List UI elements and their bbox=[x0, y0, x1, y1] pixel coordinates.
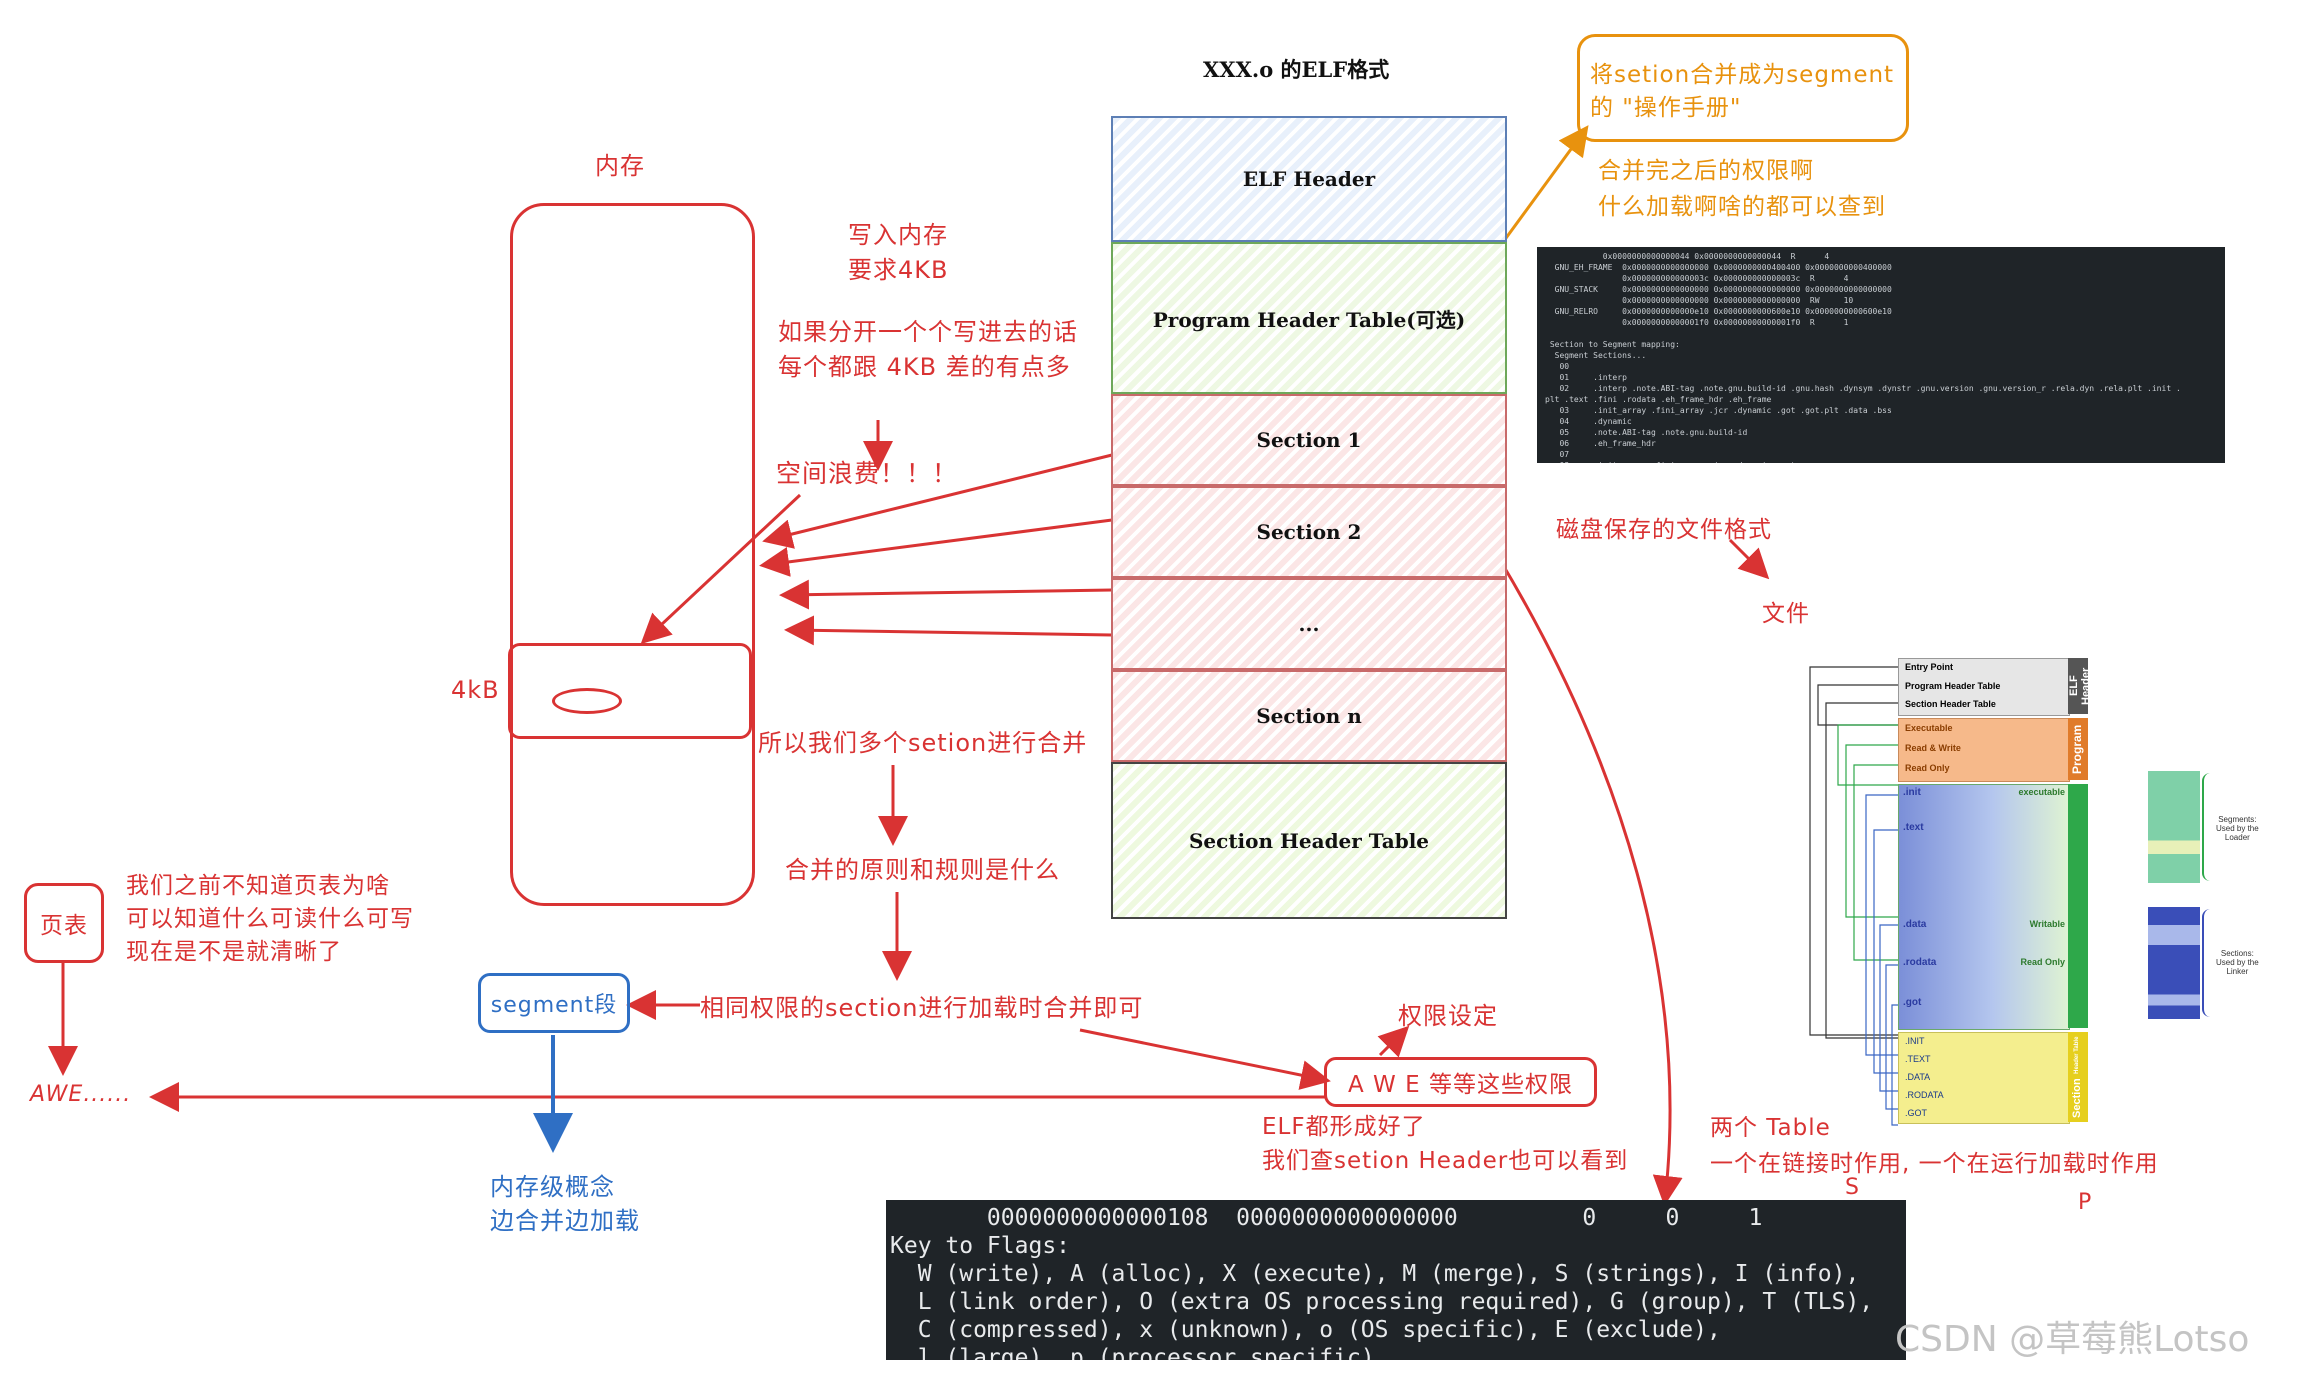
section-header-table-label: Section Header Table bbox=[1188, 828, 1430, 853]
segment-box: segment段 bbox=[478, 973, 630, 1033]
note-separate-write: 如果分开一个个写进去的话 每个都跟 4KB 差的有点多 bbox=[778, 318, 1078, 381]
diagram-section-header-table: Section Header Table bbox=[1905, 699, 1996, 709]
awe-permissions-label: A W E 等等这些权限 bbox=[1348, 1072, 1573, 1098]
diagram-flag-executable: executable bbox=[2018, 787, 2065, 797]
memory-page-box bbox=[508, 643, 752, 739]
section-2-label: Section 2 bbox=[1256, 520, 1362, 544]
diagram-read-write: Read & Write bbox=[1905, 743, 1961, 753]
note-page-table: 我们之前不知道页表为啥 可以知道什么可读什么可写 现在是不是就清晰了 bbox=[126, 873, 414, 965]
elf-header-block: ELF Header bbox=[1111, 116, 1507, 242]
section-ellipsis-block: ... bbox=[1111, 578, 1507, 670]
csdn-watermark: CSDN @草莓熊Lotso bbox=[1895, 1319, 2250, 1360]
diagram-sec-data: .data bbox=[1903, 919, 1927, 930]
note-file: 文件 bbox=[1762, 601, 1810, 627]
diagram-sec-got: .got bbox=[1903, 997, 1922, 1008]
diagram-read-only: Read Only bbox=[1905, 763, 1950, 773]
note-awe-left: AWE...... bbox=[30, 1082, 132, 1107]
diagram-flag-writable: Writable bbox=[2029, 919, 2065, 929]
diagram-segments-bar bbox=[2148, 771, 2200, 883]
segment-manual-label: 将setion合并成为segment 的 "操作手册" bbox=[1590, 62, 1895, 121]
section-1-block: Section 1 bbox=[1111, 394, 1507, 486]
section-1-label: Section 1 bbox=[1256, 428, 1362, 452]
diagram-segments-label: Segments: Used by the Loader bbox=[2216, 815, 2259, 842]
diagram-entry-point: Entry Point bbox=[1905, 662, 1954, 672]
program-header-table-label: Program Header Table(可选) bbox=[1152, 307, 1466, 332]
diagram-flag-read-only: Read Only bbox=[2020, 957, 2065, 967]
diagram-sht-got: .GOT bbox=[1905, 1108, 1927, 1118]
note-elf-formed: ELF都形成好了 我们查setion Header也可以看到 bbox=[1262, 1114, 1629, 1174]
diagram-sht-sublabel: Header Table bbox=[2074, 1036, 2080, 1074]
memory-label: 内存 bbox=[595, 152, 645, 180]
diagram-segments-note bbox=[2202, 773, 2294, 881]
note-memory-concept: 内存级概念 边合并边加载 bbox=[490, 1173, 640, 1235]
readelf-segment-mapping-terminal: 0x0000000000000044 0x0000000000000044 R … bbox=[1537, 247, 2225, 463]
diagram-sht-tab: Section Header Table bbox=[2068, 1032, 2088, 1122]
section-n-label: Section n bbox=[1256, 704, 1362, 728]
diagram-header-tab: ELF Header bbox=[2068, 658, 2092, 714]
note-space-waste: 空间浪费！！！ bbox=[776, 459, 959, 488]
note-write-memory: 写入内存 要求4KB bbox=[848, 221, 949, 284]
note-two-tables: 两个 Table 一个在链接时作用, 一个在运行加载时作用 bbox=[1710, 1115, 2159, 1177]
diagram-sections-label: Sections: Used by the Linker bbox=[2216, 949, 2259, 976]
diagram-connectors bbox=[1809, 666, 1898, 1126]
diagram-program-label: Program bbox=[2070, 724, 2084, 774]
note-disk-format: 磁盘保存的文件格式 bbox=[1556, 517, 1772, 543]
diagram-sht-init: .INIT bbox=[1905, 1036, 1925, 1046]
page-size-label: 4kB bbox=[451, 676, 500, 704]
diagram-sht-label: Section bbox=[2071, 1077, 2083, 1118]
diagram-sht-data: .DATA bbox=[1905, 1072, 1931, 1082]
page-table-box: 页表 bbox=[24, 883, 104, 963]
diagram-sht-text: .TEXT bbox=[1905, 1054, 1931, 1064]
memory-box bbox=[510, 203, 755, 906]
section-n-block: Section n bbox=[1111, 670, 1507, 762]
section-header-table-block: Section Header Table bbox=[1111, 762, 1507, 919]
diagram-program-header-table: Program Header Table bbox=[1905, 681, 2001, 691]
note-p-letter: P bbox=[2078, 1190, 2093, 1215]
segment-manual-box: 将setion合并成为segment 的 "操作手册" bbox=[1577, 34, 1909, 142]
note-same-permission: 相同权限的section进行加载时合并即可 bbox=[700, 994, 1144, 1022]
segment-label: segment段 bbox=[490, 993, 618, 1018]
note-merge-principle: 合并的原则和规则是什么 bbox=[785, 856, 1060, 884]
note-s-letter: S bbox=[1845, 1175, 1860, 1200]
note-permission-setting: 权限设定 bbox=[1398, 1002, 1498, 1030]
diagram-sections-body: .init executable .text .data Writable .r… bbox=[1898, 784, 2070, 1030]
diagram-sections-bracket bbox=[2202, 909, 2294, 1017]
diagram-program-header: Executable Read & Write Read Only bbox=[1898, 718, 2070, 782]
diagram-program-tab: Program Header Table bbox=[2068, 718, 2098, 780]
diagram-program-sublabel: Header Table bbox=[2092, 730, 2098, 768]
section-ellipsis-label: ... bbox=[1298, 612, 1320, 636]
diagram-sec-text: .text bbox=[1903, 822, 1924, 833]
note-merge-sections: 所以我们多个setion进行合并 bbox=[758, 729, 1088, 757]
diagram-section-header-table-block: .INIT .TEXT .DATA .RODATA .GOT bbox=[1898, 1032, 2070, 1124]
diagram-sections-tab bbox=[2068, 784, 2088, 1028]
elf-layout-diagram: Entry Point Program Header Table Section… bbox=[1790, 655, 2290, 1130]
diagram-sec-init: .init bbox=[1903, 787, 1921, 798]
diagram-sht-rodata: .RODATA bbox=[1905, 1090, 1944, 1100]
diagram-elf-header: Entry Point Program Header Table Section… bbox=[1898, 658, 2070, 716]
elf-header-label: ELF Header bbox=[1242, 167, 1376, 191]
diagram-sections-bar bbox=[2148, 907, 2200, 1019]
readelf-key-to-flags-terminal: 0000000000000108 0000000000000000 0 0 1 … bbox=[886, 1200, 1906, 1360]
program-header-table-block: Program Header Table(可选) bbox=[1111, 242, 1507, 394]
diagram-sec-rodata: .rodata bbox=[1903, 957, 1937, 968]
page-table-label: 页表 bbox=[40, 913, 88, 939]
elf-format-title: XXX.o 的ELF格式 bbox=[1203, 57, 1390, 82]
note-merged-permissions: 合并完之后的权限啊 什么加载啊啥的都可以查到 bbox=[1598, 158, 1886, 220]
memory-page-oval bbox=[552, 688, 622, 714]
diagram-executable: Executable bbox=[1905, 723, 1953, 733]
awe-permissions-box: A W E 等等这些权限 bbox=[1324, 1057, 1597, 1107]
section-2-block: Section 2 bbox=[1111, 486, 1507, 578]
